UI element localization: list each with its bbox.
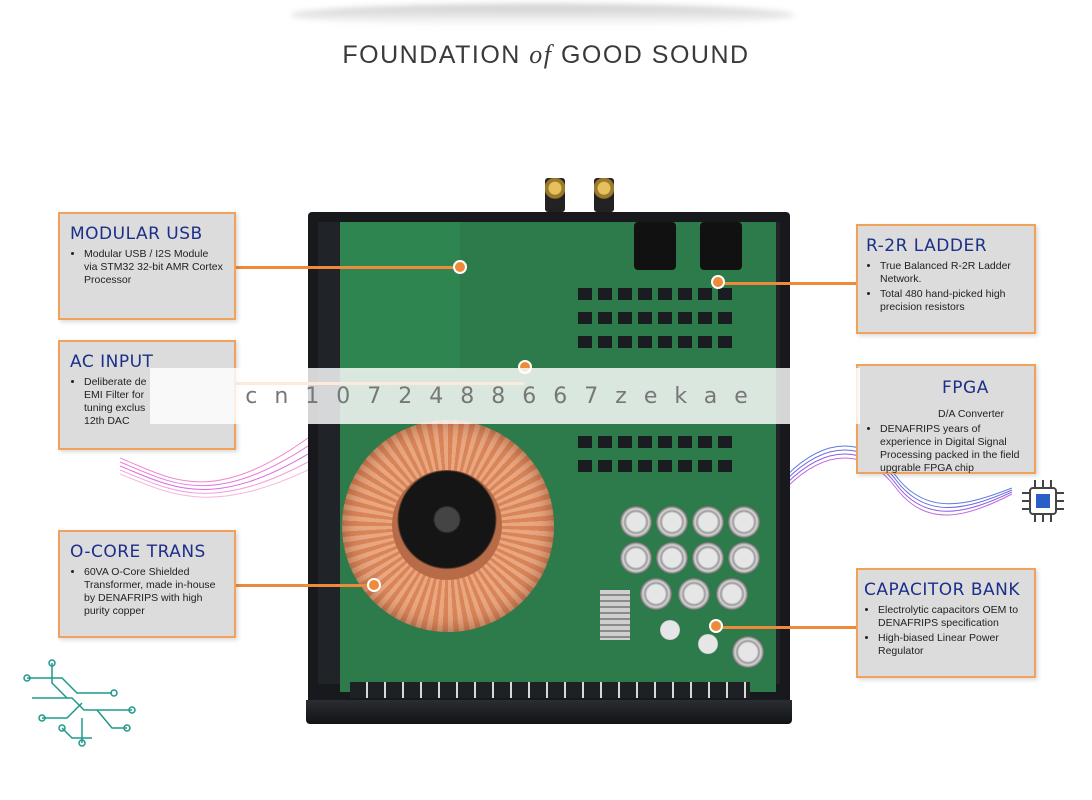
transformer-core — [392, 470, 502, 580]
capacitor — [692, 506, 724, 538]
callout-r2r-ladder: R-2R LADDER True Balanced R-2R Ladder Ne… — [856, 224, 1036, 334]
capacitor — [692, 542, 724, 574]
callout-bullet: D/A Converter — [938, 408, 1004, 420]
capacitor — [656, 506, 688, 538]
capacitor — [660, 620, 680, 640]
capacitor — [620, 506, 652, 538]
leader-line-r2r — [718, 282, 858, 285]
wave-decoration-right — [786, 445, 1012, 516]
chip-icon — [1022, 480, 1064, 522]
callout-title: FPGA — [942, 378, 989, 398]
capacitor — [640, 578, 672, 610]
top-shadow — [290, 4, 795, 26]
title-part2: GOOD SOUND — [560, 41, 750, 69]
resistor-array — [578, 312, 738, 324]
circuit-traces-icon — [23, 659, 136, 747]
callout-bullet: High-biased Linear Power Regulator — [878, 632, 1026, 658]
callout-bullet: Electrolytic capacitors OEM to DENAFRIPS… — [878, 604, 1026, 630]
leader-line-usb — [234, 266, 460, 269]
capacitor — [728, 506, 760, 538]
callout-fpga: FPGA D/A Converter DENAFRIPS years of ex… — [856, 364, 1036, 474]
callout-title: MODULAR USB — [70, 224, 203, 244]
front-panel-board — [350, 682, 750, 698]
resistor-array — [578, 288, 738, 300]
marker-dot-transformer — [367, 578, 381, 592]
capacitor — [728, 542, 760, 574]
callout-bullet: Total 480 hand-picked high precision res… — [880, 288, 1024, 314]
rca-connector — [545, 178, 565, 212]
callout-bullet: Deliberate de EMI Filter for tuning excl… — [84, 376, 164, 428]
rca-connector — [594, 178, 614, 212]
resistor-array — [578, 460, 738, 472]
callout-title: O-CORE TRANS — [70, 542, 206, 562]
callout-title: CAPACITOR BANK — [864, 580, 1021, 600]
xlr-connector — [700, 222, 742, 270]
usb-module-board — [340, 222, 460, 372]
capacitor — [732, 636, 764, 668]
heatsink — [600, 590, 630, 640]
callout-bullet: Modular USB / I2S Module via STM32 32-bi… — [84, 248, 224, 287]
capacitor — [698, 634, 718, 654]
capacitor — [678, 578, 710, 610]
leader-line-transformer — [234, 584, 374, 587]
callout-bullet: DENAFRIPS years of experience in Digital… — [880, 423, 1024, 475]
xlr-connector — [634, 222, 676, 270]
capacitor — [656, 542, 688, 574]
watermark-text: cn1072488667zekae — [245, 383, 765, 409]
callout-modular-usb: MODULAR USB Modular USB / I2S Module via… — [58, 212, 236, 320]
capacitor — [620, 542, 652, 574]
title-of: of — [529, 40, 553, 69]
watermark-band: cn1072488667zekae — [150, 368, 860, 424]
callout-capacitor-bank: CAPACITOR BANK Electrolytic capacitors O… — [856, 568, 1036, 678]
leader-line-capacitor — [716, 626, 858, 629]
marker-dot-usb — [453, 260, 467, 274]
capacitor — [716, 578, 748, 610]
marker-dot-r2r — [711, 275, 725, 289]
resistor-array — [578, 436, 738, 448]
page-title: FOUNDATION of GOOD SOUND — [0, 40, 1092, 70]
callout-bullet: 60VA O-Core Shielded Transformer, made i… — [84, 566, 224, 618]
wave-decoration-left — [120, 437, 308, 498]
callout-title: R-2R LADDER — [866, 236, 988, 256]
callout-o-core-trans: O-CORE TRANS 60VA O-Core Shielded Transf… — [58, 530, 236, 638]
title-part1: FOUNDATION — [342, 41, 521, 69]
callout-title: AC INPUT — [70, 352, 154, 372]
callout-bullet: True Balanced R-2R Ladder Network. — [880, 260, 1024, 286]
resistor-array — [578, 336, 738, 348]
chassis-front — [306, 700, 792, 724]
marker-dot-capacitor — [709, 619, 723, 633]
